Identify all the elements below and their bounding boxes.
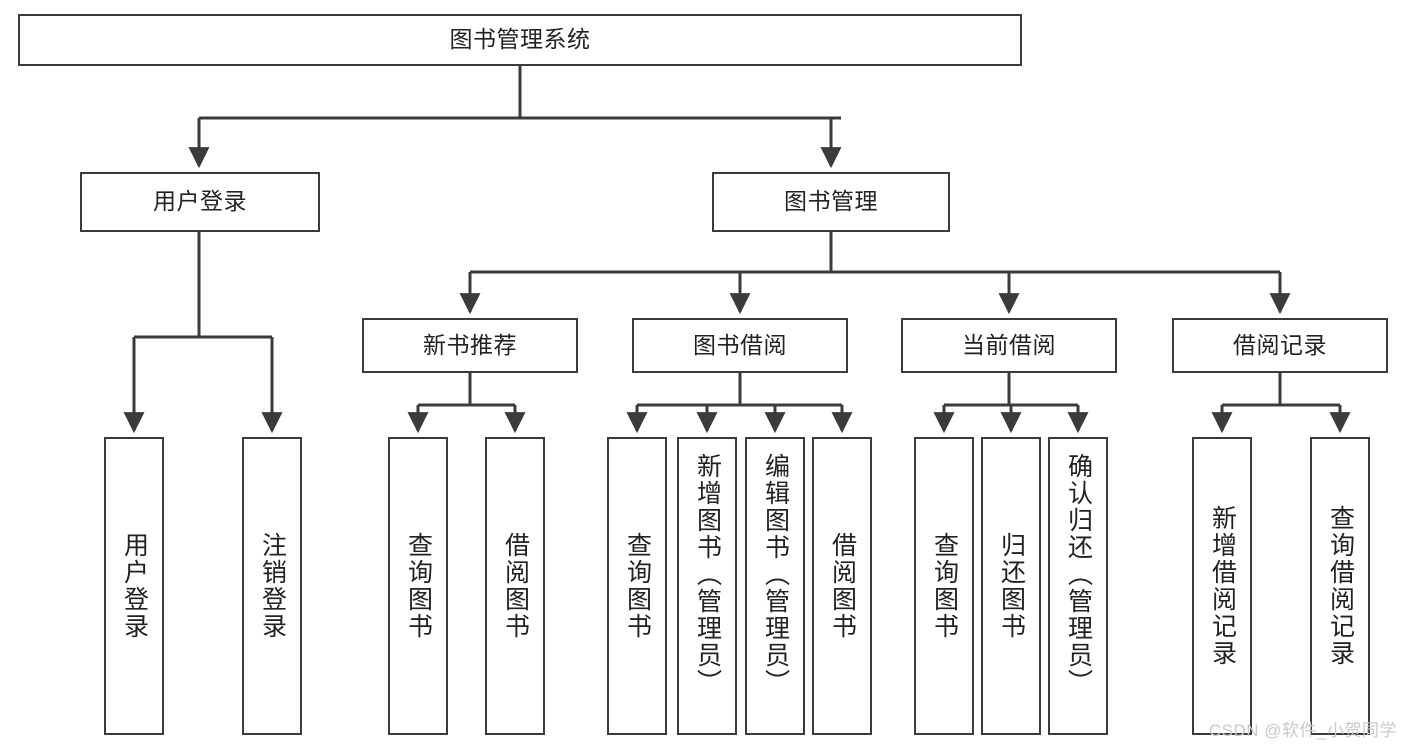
node-leaf-borrow-book-1[interactable]: 借阅图书 (485, 437, 545, 735)
node-leaf-borrow-book-2-label: 借阅图书 (828, 532, 857, 640)
node-root[interactable]: 图书管理系统 (18, 14, 1022, 66)
node-leaf-return-book-label: 归还图书 (997, 532, 1026, 640)
node-leaf-return-book[interactable]: 归还图书 (981, 437, 1041, 735)
node-leaf-logout-login-label: 注销登录 (258, 532, 287, 640)
node-new-book-recommend-label: 新书推荐 (423, 331, 517, 358)
node-new-book-recommend[interactable]: 新书推荐 (362, 318, 578, 373)
node-leaf-add-book[interactable]: 新增图书（管理员） (677, 437, 737, 735)
node-leaf-confirm-return-label: 确认归还（管理员） (1064, 453, 1093, 696)
node-book-manage-label: 图书管理 (784, 188, 878, 215)
node-leaf-query-record-label: 查询借阅记录 (1326, 505, 1355, 667)
node-leaf-borrow-book-1-label: 借阅图书 (501, 532, 530, 640)
node-leaf-edit-book[interactable]: 编辑图书（管理员） (745, 437, 805, 735)
node-leaf-user-login-label: 用户登录 (120, 532, 149, 640)
node-borrow-record-label: 借阅记录 (1233, 331, 1327, 358)
node-leaf-query-book-2[interactable]: 查询图书 (607, 437, 667, 735)
node-leaf-confirm-return[interactable]: 确认归还（管理员） (1048, 437, 1108, 735)
node-user-login-label: 用户登录 (153, 188, 247, 215)
node-book-borrow-label: 图书借阅 (693, 331, 787, 358)
node-current-borrow[interactable]: 当前借阅 (901, 318, 1117, 373)
node-leaf-query-book-3[interactable]: 查询图书 (914, 437, 974, 735)
node-borrow-record[interactable]: 借阅记录 (1172, 318, 1388, 373)
node-leaf-query-book-3-label: 查询图书 (930, 532, 959, 640)
node-root-label: 图书管理系统 (449, 26, 591, 53)
node-leaf-query-record[interactable]: 查询借阅记录 (1310, 437, 1370, 735)
node-leaf-query-book-1[interactable]: 查询图书 (388, 437, 448, 735)
node-book-borrow[interactable]: 图书借阅 (632, 318, 848, 373)
node-leaf-add-book-label: 新增图书（管理员） (693, 453, 722, 696)
node-user-login[interactable]: 用户登录 (80, 172, 320, 232)
node-leaf-borrow-book-2[interactable]: 借阅图书 (812, 437, 872, 735)
node-leaf-query-book-1-label: 查询图书 (404, 532, 433, 640)
node-leaf-edit-book-label: 编辑图书（管理员） (761, 453, 790, 696)
node-leaf-add-record[interactable]: 新增借阅记录 (1192, 437, 1252, 735)
node-book-manage[interactable]: 图书管理 (712, 172, 950, 232)
node-leaf-query-book-2-label: 查询图书 (623, 532, 652, 640)
node-leaf-logout-login[interactable]: 注销登录 (242, 437, 302, 735)
node-leaf-add-record-label: 新增借阅记录 (1208, 505, 1237, 667)
node-current-borrow-label: 当前借阅 (962, 331, 1056, 358)
watermark: CSDN @软件_小贺同学 (1208, 721, 1397, 740)
node-leaf-user-login[interactable]: 用户登录 (104, 437, 164, 735)
